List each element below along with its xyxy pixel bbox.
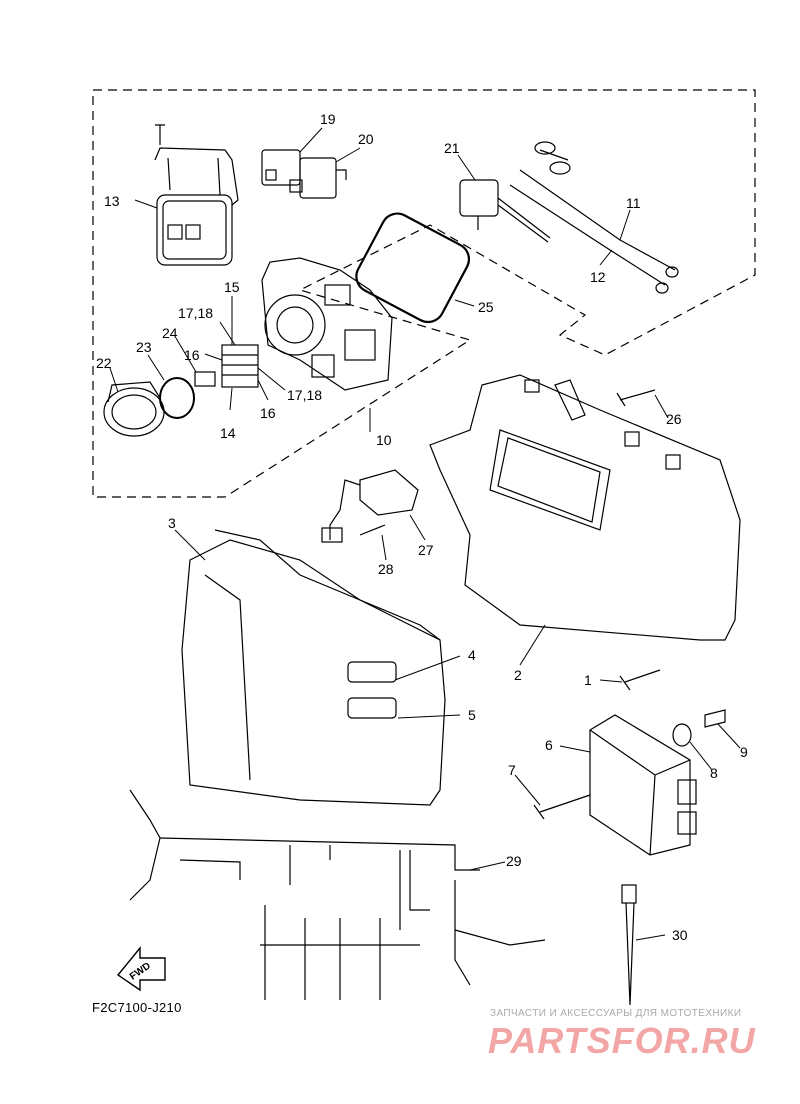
part-19-20-relays [261, 149, 347, 199]
callout: 21 [444, 140, 460, 156]
callout: 7 [508, 762, 516, 778]
part-14-18-terminals [194, 344, 259, 388]
callout: 26 [666, 411, 682, 427]
callout: 8 [710, 765, 718, 781]
callout: 28 [378, 561, 394, 577]
callout: 19 [320, 111, 336, 127]
watermark-brand: PARTSFOR.RU [488, 1020, 756, 1061]
callout: 27 [418, 542, 434, 558]
part-2-housing [429, 374, 741, 641]
part-30-cable-tie [621, 884, 637, 1006]
leader-lines [109, 127, 741, 941]
fwd-arrow-icon [116, 946, 166, 992]
callout: 12 [590, 269, 606, 285]
watermark-tagline: ЗАПЧАСТИ И АКСЕССУАРЫ ДЛЯ МОТОТЕХНИКИ [490, 1008, 742, 1019]
callout: 2 [514, 667, 522, 683]
callout: 17,18 [178, 305, 213, 321]
assembly-boundary-dashed [92, 89, 756, 498]
callout: 13 [104, 193, 120, 209]
callout: 15 [224, 279, 240, 295]
callout: 23 [136, 339, 152, 355]
part-3-cover [181, 529, 446, 806]
callout: 22 [96, 355, 112, 371]
callout: 29 [506, 853, 522, 869]
callout: 14 [220, 425, 236, 441]
part-22-cap [103, 381, 165, 437]
figure-code: F2C7100-J210 [92, 1000, 182, 1015]
part-25-seal [355, 212, 471, 324]
part-main-block [261, 257, 393, 391]
callout: 1 [584, 672, 592, 688]
callout: 4 [468, 647, 476, 663]
part-29-wire-harness [129, 789, 546, 1000]
callout: 17,18 [287, 387, 322, 403]
callout: 10 [376, 432, 392, 448]
part-13-cover [154, 124, 239, 266]
callout: 25 [478, 299, 494, 315]
callout-labels: 1 2 3 4 5 6 7 8 9 10 11 12 13 14 15 16 1… [96, 111, 748, 983]
callout: 9 [740, 744, 748, 760]
part-23-oring [159, 377, 195, 419]
callout: 30 [672, 927, 688, 943]
bolts [359, 389, 726, 820]
callout: 6 [545, 737, 553, 753]
callout: 11 [626, 195, 641, 211]
callout: 5 [468, 707, 476, 723]
callout: 3 [168, 515, 176, 531]
callout: 16 [260, 405, 276, 421]
part-27-sensor [321, 469, 419, 543]
callout: 24 [162, 325, 178, 341]
part-21-connector [459, 179, 551, 243]
part-6-ecu [589, 714, 697, 856]
callout: 20 [358, 131, 374, 147]
callout: 16 [184, 347, 200, 363]
